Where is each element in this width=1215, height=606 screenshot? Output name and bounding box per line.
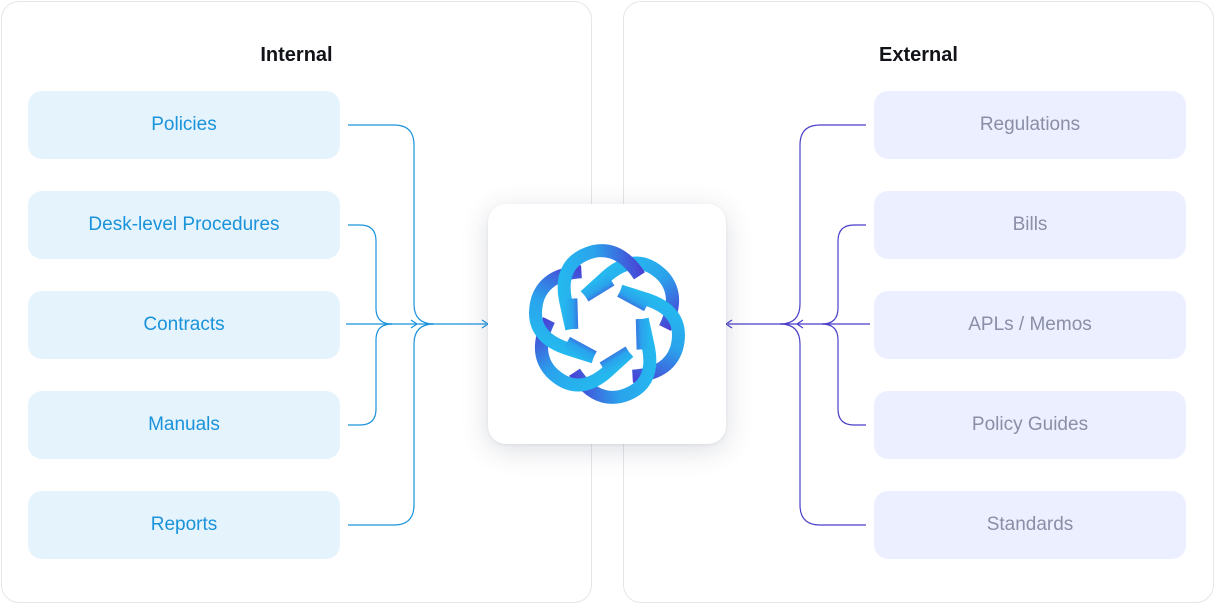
external-item-standards[interactable]: Standards bbox=[874, 491, 1186, 559]
logo-card bbox=[488, 204, 726, 444]
external-item-policy-guides[interactable]: Policy Guides bbox=[874, 391, 1186, 459]
external-item-regulations[interactable]: Regulations bbox=[874, 91, 1186, 159]
internal-item-desk-level-procedures[interactable]: Desk-level Procedures bbox=[28, 191, 340, 259]
interlocking-flower-logo-icon bbox=[529, 244, 685, 404]
internal-title: Internal bbox=[260, 44, 333, 66]
internal-item-reports[interactable]: Reports bbox=[28, 491, 340, 559]
external-item-apls-memos[interactable]: APLs / Memos bbox=[874, 291, 1186, 359]
external-title: External bbox=[879, 44, 958, 66]
internal-item-policies[interactable]: Policies bbox=[28, 91, 340, 159]
internal-item-contracts[interactable]: Contracts bbox=[28, 291, 340, 359]
internal-item-manuals[interactable]: Manuals bbox=[28, 391, 340, 459]
external-item-bills[interactable]: Bills bbox=[874, 191, 1186, 259]
